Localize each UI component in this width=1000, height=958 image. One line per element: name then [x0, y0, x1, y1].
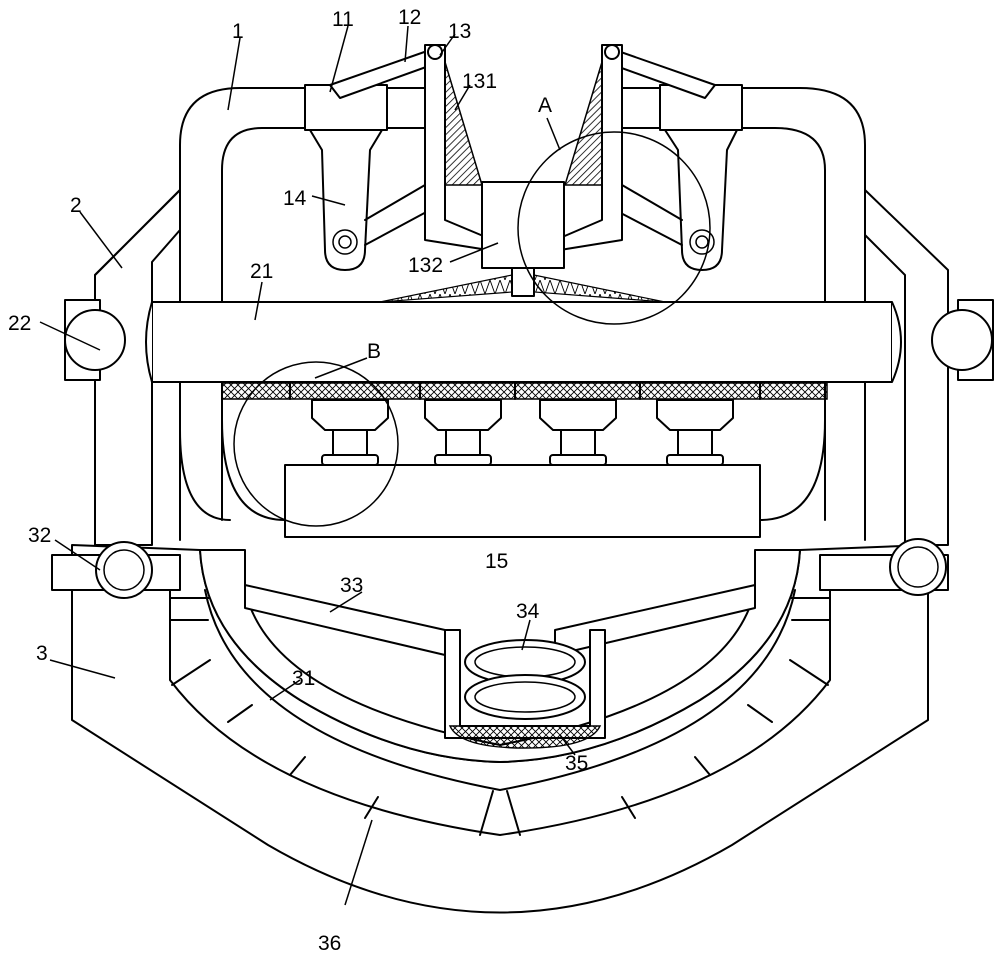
label-132: 132: [408, 254, 443, 277]
label-31: 31: [292, 667, 315, 690]
detail-circle-b: [233, 361, 399, 527]
label-36: 36: [318, 932, 341, 955]
label-2: 2: [70, 194, 82, 217]
center-block: [379, 181, 666, 303]
crossbar-right-end: [891, 301, 902, 383]
label-12: 12: [398, 6, 421, 29]
clamp-units: [311, 399, 734, 466]
inner-tray: [199, 549, 801, 763]
label-32: 32: [28, 524, 51, 547]
left-slider: [304, 84, 431, 271]
label-35: 35: [565, 752, 588, 775]
label-33: 33: [340, 574, 363, 597]
leader-lines: [39, 25, 576, 906]
crossbar-left-end: [145, 301, 153, 383]
detail-circle-a: [517, 131, 711, 325]
label-1: 1: [232, 20, 244, 43]
label-34: 34: [516, 600, 540, 623]
label-15: 15: [485, 550, 508, 573]
side-hinges: [64, 299, 994, 381]
right-slider: [614, 84, 743, 271]
crossbar: [151, 301, 893, 383]
side-arms: [94, 189, 949, 546]
label-13: 13: [448, 20, 471, 43]
label-21: 21: [250, 260, 273, 283]
mesh-strip: [221, 382, 828, 400]
label-14: 14: [283, 187, 307, 210]
label-11: 11: [332, 8, 354, 31]
label-B: B: [367, 340, 381, 363]
label-3: 3: [36, 642, 48, 665]
label-22: 22: [8, 312, 31, 335]
base-block: [284, 464, 761, 538]
label-131: 131: [462, 70, 497, 93]
label-A: A: [538, 94, 552, 117]
pivots: [95, 538, 947, 599]
part-labels: 1 2 3 11 12 13 131 132 14 15 21 22 31 32…: [8, 6, 588, 955]
